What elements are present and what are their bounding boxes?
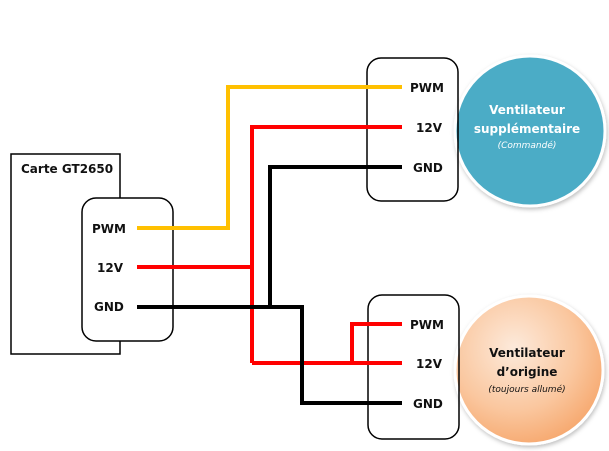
fan-bottom-note: (toujours allumé)	[488, 384, 565, 395]
fan-top-name-line2: supplémentaire	[474, 122, 580, 136]
board-title: Carte GT2650	[21, 162, 113, 176]
board-pin-12v: 12V	[97, 261, 124, 275]
wire-pwm-top	[137, 85, 402, 230]
fan-top-name-line1: Ventilateur	[489, 103, 565, 117]
fan-top-pin-pwm: PWM	[410, 81, 444, 95]
wire-gnd-board	[137, 305, 402, 405]
fan-bottom-pin-pwm: PWM	[410, 318, 444, 332]
board-pin-pwm: PWM	[92, 222, 126, 236]
fan-top-pin-gnd: GND	[413, 161, 443, 175]
wire-12v-top	[250, 125, 402, 363]
fan-bottom-name-line2: d’origine	[497, 365, 558, 379]
fan-bottom-pin-gnd: GND	[413, 397, 443, 411]
fan-top-connector	[366, 57, 459, 202]
wire-12v-bottom-pwm-bridge	[350, 322, 402, 363]
board-pin-gnd: GND	[94, 300, 124, 314]
board-connector	[81, 197, 174, 342]
fan-bottom-connector	[367, 294, 460, 440]
fan-top-circle	[453, 54, 607, 208]
fan-top-pin-12v: 12V	[416, 121, 443, 135]
fan-top-note: (Commandé)	[498, 140, 557, 151]
fan-bottom-circle	[453, 294, 605, 446]
wire-gnd-top	[268, 165, 402, 307]
fan-bottom-pin-12v: 12V	[416, 357, 443, 371]
fan-bottom-name-line1: Ventilateur	[489, 346, 565, 360]
